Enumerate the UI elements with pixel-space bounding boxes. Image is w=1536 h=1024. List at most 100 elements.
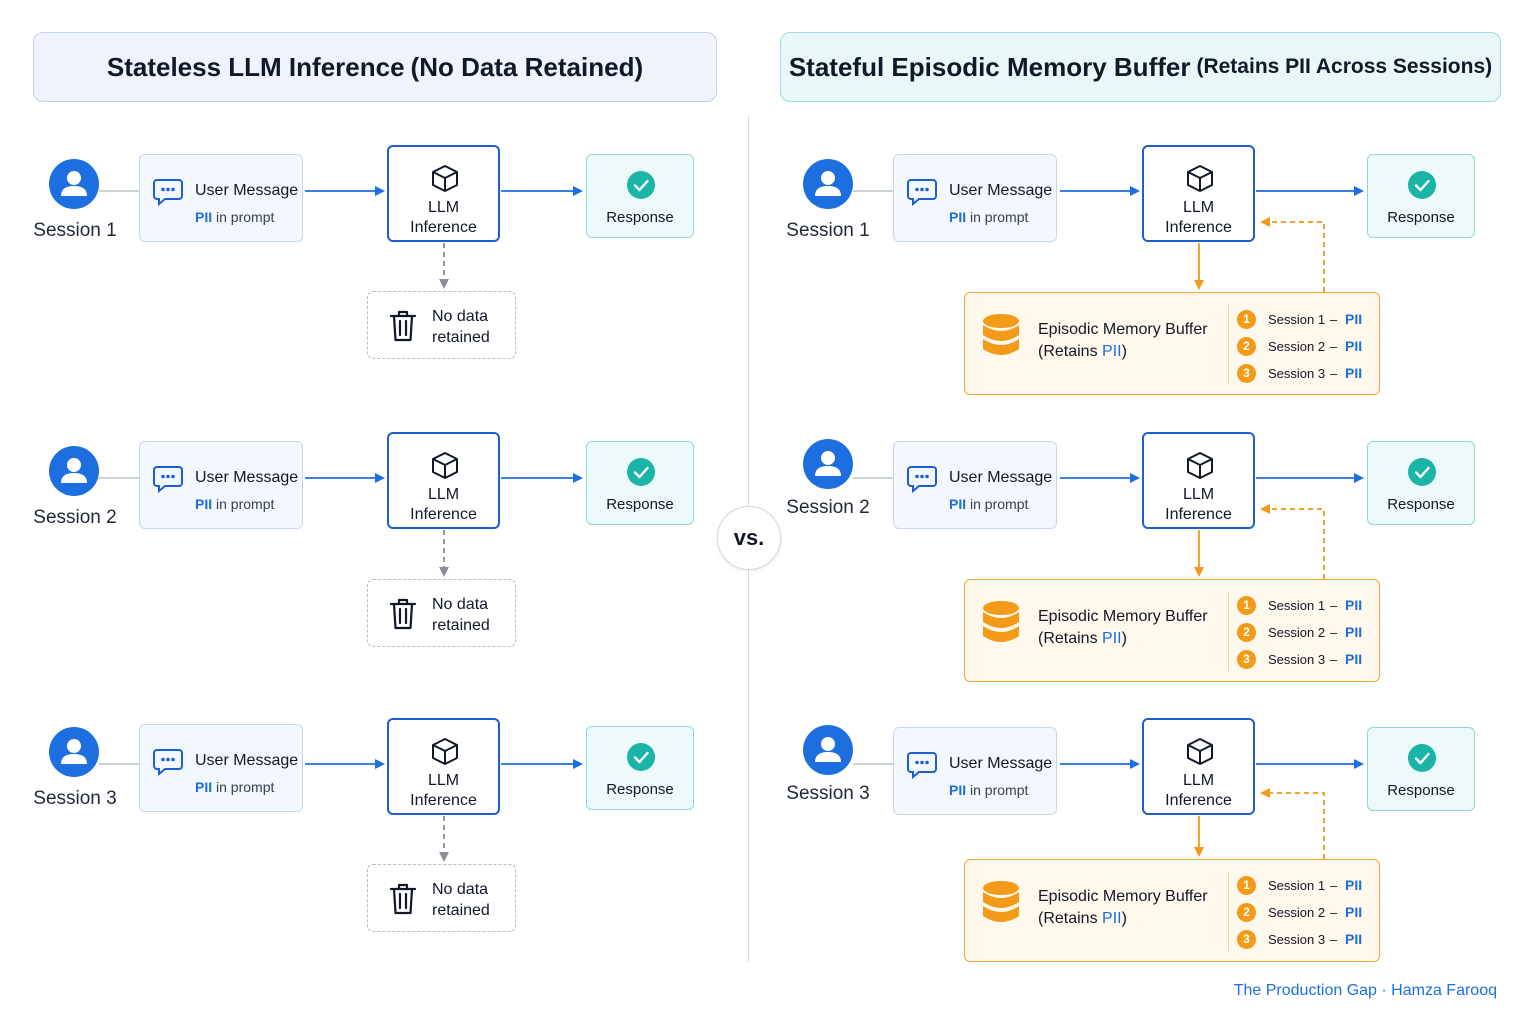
no-data-retained-box: No data retained — [367, 291, 516, 359]
in-prompt-text: in prompt — [216, 209, 275, 225]
entry-number-badge: 1 — [1237, 596, 1256, 615]
vs-badge: vs. — [717, 506, 781, 570]
pii-tag: PII — [949, 496, 967, 512]
response-box: Response — [1367, 727, 1475, 811]
entry-dash: – — [1330, 625, 1338, 640]
entry-dash: – — [1330, 905, 1338, 920]
entry-session: Session 2 — [1268, 905, 1326, 920]
memory-recall-arrow — [1260, 217, 1325, 292]
user-message-box: User Message PII in prompt — [139, 724, 303, 812]
chat-bubble-icon — [907, 752, 937, 780]
response-label: Response — [1387, 496, 1455, 513]
entry-session: Session 1 — [1268, 598, 1326, 613]
in-prompt-text: in prompt — [970, 782, 1029, 798]
memory-divider — [1228, 305, 1229, 384]
user-message-box: User Message PII in prompt — [893, 727, 1057, 815]
response-label: Response — [606, 496, 674, 513]
user-message-title: User Message — [949, 755, 1053, 772]
footer-credit: The Production Gap · Hamza Farooq — [1180, 982, 1497, 1000]
entry-dash: – — [1330, 366, 1338, 381]
entry-session: Session 3 — [1268, 652, 1326, 667]
llm-inference-box: LLM Inference — [1142, 432, 1255, 529]
entry-number-badge: 3 — [1237, 650, 1256, 669]
trash-icon — [389, 598, 417, 630]
retains-close: ) — [1121, 910, 1127, 927]
cube-icon — [432, 165, 458, 192]
entry-pii: PII — [1345, 904, 1363, 920]
cube-icon — [1187, 738, 1213, 765]
inference-label: Inference — [1165, 219, 1232, 236]
llm-label: LLM — [1182, 199, 1215, 216]
pii-tag: PII — [949, 209, 967, 225]
memory-recall-arrow — [1260, 788, 1325, 859]
user-message-box: User Message PII in prompt — [139, 154, 303, 242]
llm-inference-box: LLM Inference — [387, 718, 500, 815]
retains-close: ) — [1121, 343, 1127, 360]
llm-label: LLM — [427, 486, 460, 503]
pii-in-prompt: PII in prompt — [949, 209, 1028, 225]
entry-session: Session 2 — [1268, 625, 1326, 640]
pii-in-prompt: PII in prompt — [195, 209, 274, 225]
response-label: Response — [1387, 782, 1455, 799]
inference-label: Inference — [410, 506, 477, 523]
entry-dash: – — [1330, 312, 1338, 327]
stateless-header: Stateless LLM Inference(No Data Retained… — [33, 32, 717, 102]
response-label: Response — [606, 781, 674, 798]
llm-inference-box: LLM Inference — [1142, 145, 1255, 242]
cube-icon — [432, 738, 458, 765]
cube-icon — [432, 452, 458, 479]
retains-text: (Retains — [1038, 910, 1098, 927]
response-box: Response — [586, 726, 694, 810]
pii-tag: PII — [1102, 630, 1122, 647]
in-prompt-text: in prompt — [970, 496, 1029, 512]
retains-text: (Retains — [1038, 630, 1098, 647]
user-message-title: User Message — [195, 752, 299, 769]
entry-pii: PII — [1345, 338, 1363, 354]
entry-session: Session 1 — [1268, 878, 1326, 893]
entry-session: Session 1 — [1268, 312, 1326, 327]
llm-label: LLM — [427, 772, 460, 789]
memory-title: Episodic Memory Buffer — [1038, 888, 1208, 905]
session-label: Session 1 — [786, 220, 870, 241]
entry-number-badge: 3 — [1237, 930, 1256, 949]
llm-label: LLM — [427, 199, 460, 216]
response-label: Response — [1387, 209, 1455, 226]
no-data-retained-box: No data retained — [367, 864, 516, 932]
pii-tag: PII — [1102, 910, 1122, 927]
llm-inference-box: LLM Inference — [1142, 718, 1255, 815]
cube-icon — [1187, 452, 1213, 479]
entry-number-badge: 2 — [1237, 337, 1256, 356]
memory-title: Episodic Memory Buffer — [1038, 608, 1208, 625]
entry-number-badge: 2 — [1237, 623, 1256, 642]
memory-recall-arrow — [1260, 504, 1325, 579]
entry-session: Session 3 — [1268, 932, 1326, 947]
response-box: Response — [1367, 154, 1475, 238]
entry-pii: PII — [1345, 365, 1363, 381]
database-icon — [983, 601, 1019, 642]
memory-retains: (Retains PII) — [1038, 910, 1127, 928]
user-message-box: User Message PII in prompt — [139, 441, 303, 529]
check-circle-icon — [1408, 171, 1436, 199]
retains-text: (Retains — [1038, 343, 1098, 360]
pii-tag: PII — [949, 782, 967, 798]
pii-tag: PII — [1102, 343, 1122, 360]
no-data-label: No data — [432, 308, 489, 325]
user-avatar-icon — [803, 725, 853, 775]
no-data-label: No data — [432, 881, 489, 898]
credit-source: The Production Gap — [1233, 982, 1377, 999]
retained-label: retained — [432, 902, 490, 919]
in-prompt-text: in prompt — [216, 496, 275, 512]
session-label: Session 3 — [33, 788, 117, 809]
check-circle-icon — [1408, 744, 1436, 772]
user-message-box: User Message PII in prompt — [893, 154, 1057, 242]
chat-bubble-icon — [153, 749, 183, 777]
entry-dash: – — [1330, 598, 1338, 613]
entry-number-badge: 3 — [1237, 364, 1256, 383]
retains-close: ) — [1121, 630, 1127, 647]
memory-title: Episodic Memory Buffer — [1038, 321, 1208, 338]
user-avatar-icon — [49, 727, 99, 777]
inference-label: Inference — [1165, 506, 1232, 523]
chat-bubble-icon — [153, 466, 183, 494]
